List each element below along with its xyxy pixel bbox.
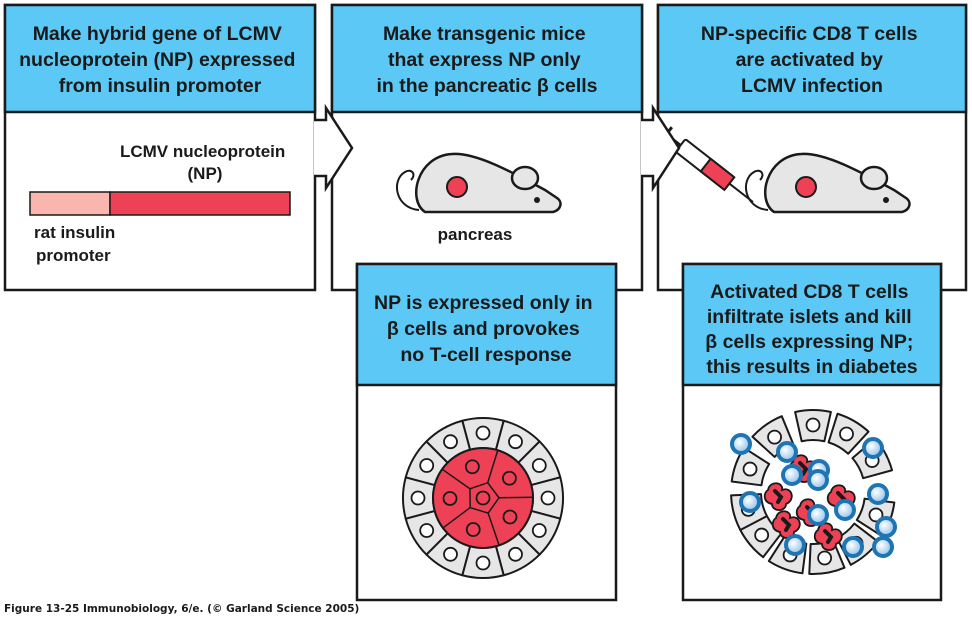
- infiltrated-islet: [730, 409, 897, 575]
- nucleus: [443, 546, 458, 562]
- cd8-t-cell: [807, 469, 829, 491]
- panel-header-bg: [3, 3, 317, 114]
- panel-header: NP is expressed only in β cells and prov…: [374, 292, 598, 366]
- nucleus: [475, 490, 491, 506]
- panel-no-response: NP is expressed only in β cells and prov…: [355, 262, 618, 602]
- mouse-body: [415, 152, 562, 214]
- nucleus: [464, 459, 480, 475]
- figure-caption: Figure 13-25 Immunobiology, 6/e. (© Garl…: [4, 603, 359, 615]
- panel-diabetes: Activated CD8 T cells infiltrate islets …: [681, 262, 943, 602]
- nucleus: [508, 434, 523, 450]
- beta-cell-boundary: [469, 481, 500, 515]
- nucleus: [754, 527, 770, 543]
- cd8-t-cell: [842, 536, 864, 558]
- nucleus: [767, 429, 782, 445]
- arrow-right-icon: [641, 103, 681, 193]
- beta-cell-boundary: [442, 506, 471, 529]
- nucleus: [419, 458, 435, 473]
- arrow-right-icon: [314, 103, 354, 193]
- cd8-t-cell: [776, 441, 798, 463]
- pancreas-label: pancreas: [438, 225, 513, 244]
- panel-hybrid-gene: Make hybrid gene of LCMV nucleoprotein (…: [3, 3, 317, 292]
- panel-header-bg: [656, 3, 968, 114]
- panel-header-bg: [681, 262, 943, 387]
- pancreas-dot: [446, 176, 468, 198]
- nucleus: [742, 461, 758, 477]
- panel-transgenic-mice: Make transgenic mice that express NP onl…: [330, 3, 644, 292]
- fragmented-nucleus: [773, 489, 784, 504]
- beta-cell-boundary: [487, 450, 499, 483]
- mouse-tail: [396, 169, 420, 211]
- mouse-icon: [396, 152, 562, 214]
- nucleus: [502, 470, 517, 486]
- nucleus: [502, 509, 518, 525]
- nucleus: [410, 490, 426, 506]
- panel-header: Make hybrid gene of LCMV nucleoprotein (…: [19, 23, 301, 97]
- mouse-eye: [883, 197, 889, 203]
- beta-cell-boundary: [487, 512, 500, 546]
- panel-header: Make transgenic mice that express NP onl…: [376, 23, 597, 97]
- cd8-t-cell: [807, 504, 829, 526]
- nucleus: [805, 417, 821, 433]
- cd8-t-cell: [784, 534, 806, 556]
- mouse-ear: [859, 165, 889, 191]
- nucleus: [540, 490, 556, 506]
- nucleus: [443, 434, 458, 450]
- nucleus: [531, 458, 547, 473]
- cd8-t-cell: [730, 433, 752, 455]
- nucleus: [868, 507, 884, 523]
- fragmented-nucleus: [823, 529, 834, 544]
- cd8-t-cell: [875, 516, 897, 538]
- nucleus: [419, 523, 435, 538]
- panel-header-bg: [330, 3, 644, 114]
- cd8-t-cell: [867, 483, 889, 505]
- panel-tcell-activation: NP-specific CD8 T cells are activated by…: [656, 3, 968, 292]
- nucleus: [531, 523, 547, 538]
- np-gene-segment: [109, 191, 291, 216]
- cd8-t-cell: [739, 491, 761, 513]
- mouse-ear: [510, 165, 540, 191]
- panel-header: Activated CD8 T cells infiltrate islets …: [705, 281, 919, 378]
- cd8-t-cell: [862, 437, 884, 459]
- nucleus: [475, 555, 491, 571]
- np-label: LCMV nucleoprotein (NP): [120, 142, 290, 183]
- nucleus: [839, 426, 854, 442]
- nucleus: [508, 546, 523, 562]
- syringe-icon: [659, 126, 754, 203]
- cd8-t-cell: [781, 464, 803, 486]
- panel-header: NP-specific CD8 T cells are activated by…: [701, 23, 923, 97]
- fragmented-nucleus: [781, 517, 792, 532]
- nucleus: [817, 550, 833, 566]
- cd8-t-cell: [834, 499, 856, 521]
- mouse-tail: [745, 169, 769, 211]
- beta-cell-boundary: [441, 468, 471, 490]
- promoter-label: rat insulin promoter: [34, 223, 120, 265]
- nucleus: [475, 425, 491, 441]
- nucleus: [442, 491, 458, 506]
- nucleus: [465, 522, 481, 537]
- mouse-body: [764, 152, 911, 214]
- promoter-segment: [29, 191, 111, 216]
- healthy-islet: [402, 417, 564, 579]
- panel-header-bg: [355, 262, 618, 387]
- mouse-eye: [534, 197, 540, 203]
- fragmented-nucleus: [798, 461, 809, 476]
- pancreas-dot: [795, 176, 817, 198]
- mouse-icon: [745, 152, 911, 214]
- cd8-t-cell: [872, 536, 894, 558]
